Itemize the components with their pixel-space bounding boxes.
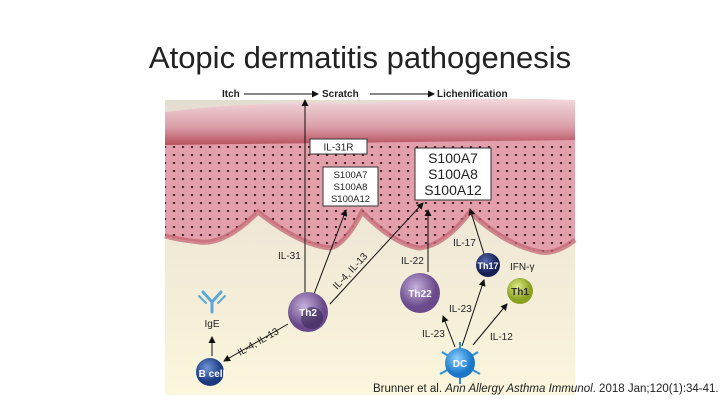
label-lichenification: Lichenification xyxy=(437,89,508,100)
citation-details: . 2018 Jan;120(1):34-41. xyxy=(592,383,719,395)
s100a12-small: S100A12 xyxy=(331,194,370,205)
svg-text:Th2: Th2 xyxy=(299,308,317,319)
il17-label: IL-17 xyxy=(453,238,476,249)
arrow-th2-big-box xyxy=(329,202,424,305)
bcell: B cell xyxy=(196,358,226,386)
citation: Brunner et al. Ann Allergy Asthma Immuno… xyxy=(373,383,719,395)
arrow-th2-bcell xyxy=(223,323,289,362)
arrow-dc-th17 xyxy=(461,279,486,347)
il31r-box xyxy=(309,138,368,155)
slide-title: Atopic dermatitis pathogenesis xyxy=(148,40,572,75)
il31-label: IL-31 xyxy=(278,251,301,262)
svg-text:Th17: Th17 xyxy=(477,261,498,271)
citation-authors: Brunner et al. xyxy=(373,383,446,395)
arrow-th17 xyxy=(468,208,485,255)
il12-label: IL-12 xyxy=(490,332,513,343)
arrow-dc-th22 xyxy=(441,315,456,348)
svg-text:Th1: Th1 xyxy=(511,287,529,298)
ige-antibody-icon xyxy=(198,290,226,314)
th17-cell: Th17 xyxy=(476,253,500,277)
ifng-label: IFN-γ xyxy=(510,262,534,273)
label-scratch: Scratch xyxy=(322,89,359,100)
s100a7-small: S100A7 xyxy=(334,170,368,181)
citation-journal: Ann Allergy Asthma Immunol xyxy=(445,383,593,395)
il23-label-b: IL-23 xyxy=(422,329,445,340)
label-itch: Itch xyxy=(222,89,240,100)
svg-text:DC: DC xyxy=(453,359,467,370)
th22-cell: Th22 xyxy=(400,273,440,313)
il22-label: IL-22 xyxy=(401,256,424,267)
s100a8-small: S100A8 xyxy=(334,182,368,193)
s100-big-box xyxy=(414,147,492,201)
s100a7-big: S100A7 xyxy=(428,150,478,166)
s100-small-box xyxy=(322,166,379,207)
arrow-dc-th1 xyxy=(472,303,508,346)
basement-membrane xyxy=(164,207,577,255)
arrow-th2-small-box xyxy=(313,209,348,295)
dendritic-cell: DC xyxy=(439,342,481,384)
ige-label: IgE xyxy=(204,319,219,330)
svg-text:Th22: Th22 xyxy=(408,289,432,300)
svg-text:B cell: B cell xyxy=(199,369,226,380)
il31r-label: IL-31R xyxy=(323,143,353,154)
th1-cell: Th1 xyxy=(507,278,533,304)
il23-label-a: IL-23 xyxy=(449,304,472,315)
s100a8-big: S100A8 xyxy=(428,166,478,182)
s100a12-big: S100A12 xyxy=(424,182,482,198)
th2-cell: Th2 xyxy=(288,292,328,332)
stratum-corneum xyxy=(165,98,575,145)
